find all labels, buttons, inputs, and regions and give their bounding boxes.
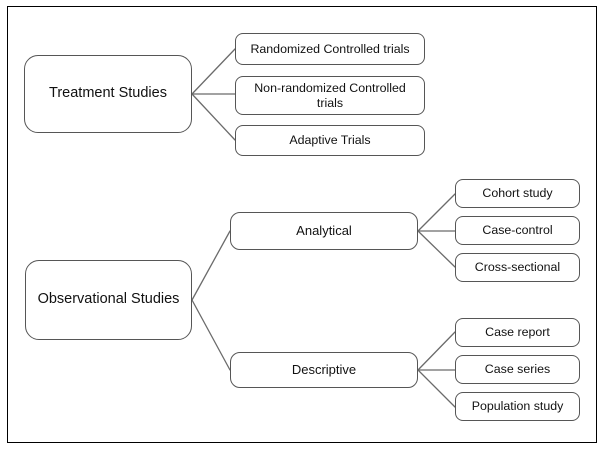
node-case-series-label: Case series (484, 362, 551, 377)
node-descriptive[interactable]: Descriptive (230, 352, 418, 388)
node-population-study[interactable]: Population study (455, 392, 580, 421)
node-non-randomized-controlled-trials[interactable]: Non-randomized Controlled trials (235, 76, 425, 115)
node-cross-sectional[interactable]: Cross-sectional (455, 253, 580, 282)
node-observational-studies-label: Observational Studies (37, 291, 180, 308)
node-population-study-label: Population study (471, 399, 564, 414)
node-adaptive-trials[interactable]: Adaptive Trials (235, 125, 425, 156)
node-descriptive-label: Descriptive (291, 362, 357, 378)
node-adaptive-trials-label: Adaptive Trials (289, 133, 371, 148)
node-cohort-study-label: Cohort study (482, 186, 553, 201)
node-analytical[interactable]: Analytical (230, 212, 418, 250)
node-cross-sectional-label: Cross-sectional (474, 260, 561, 275)
node-observational-studies[interactable]: Observational Studies (25, 260, 192, 340)
node-cohort-study[interactable]: Cohort study (455, 179, 580, 208)
node-non-randomized-controlled-trials-label: Non-randomized Controlled trials (254, 80, 406, 110)
node-treatment-studies[interactable]: Treatment Studies (24, 55, 192, 133)
node-treatment-studies-label: Treatment Studies (49, 85, 167, 102)
node-analytical-label: Analytical (296, 223, 352, 239)
node-case-series[interactable]: Case series (455, 355, 580, 384)
node-randomized-controlled-trials-label: Randomized Controlled trials (250, 41, 410, 56)
node-case-report[interactable]: Case report (455, 318, 580, 347)
node-randomized-controlled-trials[interactable]: Randomized Controlled trials (235, 33, 425, 65)
node-case-control-label: Case-control (482, 223, 553, 238)
node-case-report-label: Case report (485, 325, 550, 340)
node-case-control[interactable]: Case-control (455, 216, 580, 245)
